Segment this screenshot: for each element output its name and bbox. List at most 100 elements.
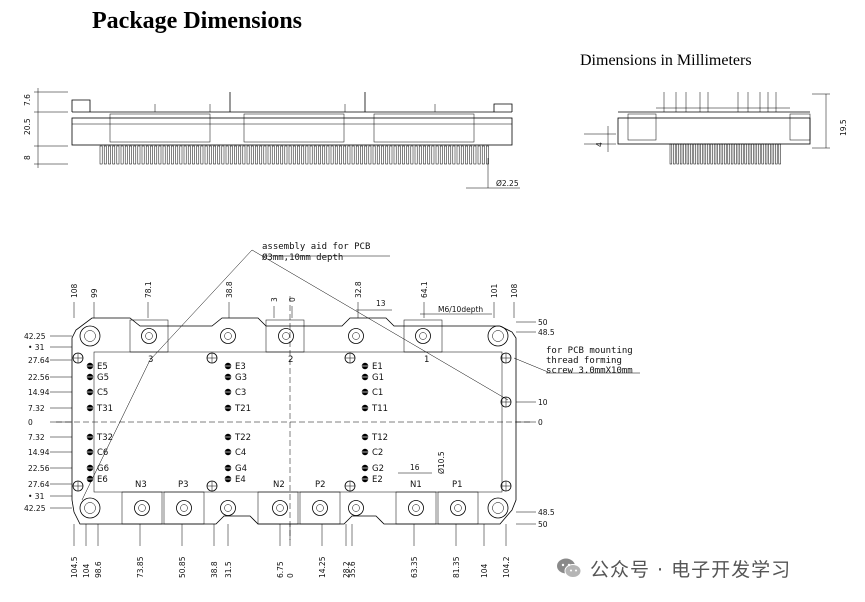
pin-label-t31: T31	[96, 404, 113, 414]
pin-label-e4: E4	[235, 475, 246, 485]
left-dim-3: 22.56	[28, 373, 50, 382]
pin-label-t21: T21	[234, 404, 251, 414]
right-dim-0: 50	[538, 318, 548, 327]
pin-label-t22: T22	[234, 433, 251, 443]
side-view-left: Ø2.25 7.6 20.5 8	[23, 88, 520, 189]
bottom-dim-3: 73.85	[136, 556, 145, 578]
left-dim-9: 22.56	[28, 464, 50, 473]
height-dim-3: 8	[23, 155, 32, 160]
left-dim-4: 14.94	[28, 388, 50, 397]
left-dim-0: 42.25	[24, 332, 46, 341]
bottom-dim-1: 104	[82, 563, 91, 578]
wechat-icon	[557, 558, 582, 578]
right-dim-2: 10	[538, 398, 548, 407]
pin-label-c1: C1	[372, 388, 383, 398]
left-dim-6: 0	[28, 418, 33, 427]
units-note: Dimensions in Millimeters	[580, 52, 752, 69]
top-dim-13: 13	[376, 299, 386, 308]
left-dim-8: 14.94	[28, 448, 50, 457]
top-dim-0: 108	[70, 283, 79, 298]
right-dim-1: 48.5	[538, 328, 555, 337]
terminal-label-1: 1	[424, 355, 429, 365]
left-dim-5: 7.32	[28, 404, 45, 413]
pin-label-g3: G3	[235, 373, 247, 383]
bottom-dim-13: 81.35	[452, 556, 461, 578]
terminal-label-2: 2	[288, 355, 293, 365]
right-dim-3: 0	[538, 418, 543, 427]
watermark: 公众号 · 电子开发学习	[556, 554, 791, 582]
bottom-dim-11: 35.6	[348, 561, 357, 578]
pin-label-g4: G4	[235, 464, 247, 474]
pin-label-c5: C5	[97, 388, 108, 398]
pin-label-e2: E2	[372, 475, 383, 485]
right-dim-label: 4	[595, 142, 604, 147]
pin-label-e3: E3	[235, 362, 246, 372]
assembly-aid-note-1: assembly aid for PCB	[262, 242, 370, 252]
bottom-dim-12: 63.35	[410, 556, 419, 578]
height-dim-2: 20.5	[23, 118, 32, 135]
top-dim-8: 64.1	[420, 281, 429, 298]
left-dim-11: • 31	[28, 492, 45, 501]
terminal-label-3: 3	[148, 355, 153, 365]
terminal-label-n2: N2	[273, 480, 285, 490]
pcb-mount-note-1: for PCB mounting	[546, 346, 633, 356]
pin-label-c2: C2	[372, 448, 383, 458]
pin-dia-label: Ø2.25	[496, 179, 519, 188]
pin-label-c3: C3	[235, 388, 246, 398]
pin-label-e6: E6	[97, 475, 108, 485]
inner-dim-16: 16	[410, 463, 420, 472]
right-height-label: 19.5	[839, 119, 848, 136]
top-view	[50, 249, 640, 546]
pcb-mount-note-2: thread forming	[546, 356, 622, 366]
pin-label-t12: T12	[371, 433, 388, 443]
top-dim-5: 0	[288, 297, 297, 302]
terminal-label-n1: N1	[410, 480, 422, 490]
side-view-right: 19.5 4	[584, 92, 848, 165]
watermark-text: 公众号 · 电子开发学习	[590, 558, 792, 581]
pcb-mount-note-3: screw 3.0mmX10mm	[546, 366, 633, 376]
terminal-label-n3: N3	[135, 480, 147, 490]
bottom-dim-5: 38.8	[210, 561, 219, 578]
terminal-label-p3: P3	[178, 480, 189, 490]
assembly-aid-note-2: Ø3mm,10mm depth	[262, 252, 343, 263]
pin-label-g1: G1	[372, 373, 384, 383]
bottom-dim-15: 104.2	[502, 556, 511, 578]
bottom-dim-10: 28.2	[342, 561, 351, 578]
left-dim-2: 27.64	[28, 356, 50, 365]
top-dim-9: 101	[490, 283, 499, 298]
inner-dim-dia: Ø10.5	[437, 451, 446, 474]
bottom-dim-8: 0	[286, 573, 295, 578]
page-title: Package Dimensions	[92, 8, 302, 34]
top-dim-2: 78.1	[144, 281, 153, 298]
bottom-dim-4: 50.85	[178, 556, 187, 578]
top-dim-4: 3	[270, 297, 279, 302]
left-dim-12: 42.25	[24, 504, 46, 513]
pin-label-c6: C6	[97, 448, 108, 458]
terminal-label-p2: P2	[315, 480, 326, 490]
height-dim-1: 7.6	[23, 94, 32, 106]
pin-label-t11: T11	[371, 404, 388, 414]
bottom-dim-14: 104	[480, 563, 489, 578]
left-dim-7: 7.32	[28, 433, 45, 442]
pin-label-g5: G5	[97, 373, 109, 383]
left-dim-10: 27.64	[28, 480, 50, 489]
bottom-dim-9: 14.25	[318, 556, 327, 578]
bottom-dim-6: 31.5	[224, 561, 233, 578]
top-dim-10: 108	[510, 283, 519, 298]
right-dim-4: 48.5	[538, 508, 555, 517]
pin-label-e5: E5	[97, 362, 108, 372]
top-dim-1: 99	[90, 288, 99, 298]
thread-note: M6/10depth	[438, 305, 483, 314]
top-dim-3: 38.8	[225, 281, 234, 298]
pin-label-g2: G2	[372, 464, 384, 474]
bottom-dim-7: 6.75	[276, 561, 285, 578]
pin-label-t32: T32	[96, 433, 113, 443]
terminal-label-p1: P1	[452, 480, 463, 490]
left-dim-1: • 31	[28, 343, 45, 352]
pin-label-g6: G6	[97, 464, 109, 474]
pin-label-c4: C4	[235, 448, 246, 458]
bottom-dim-0: 104.5	[70, 556, 79, 578]
top-dim-6: 32.8	[354, 281, 363, 298]
